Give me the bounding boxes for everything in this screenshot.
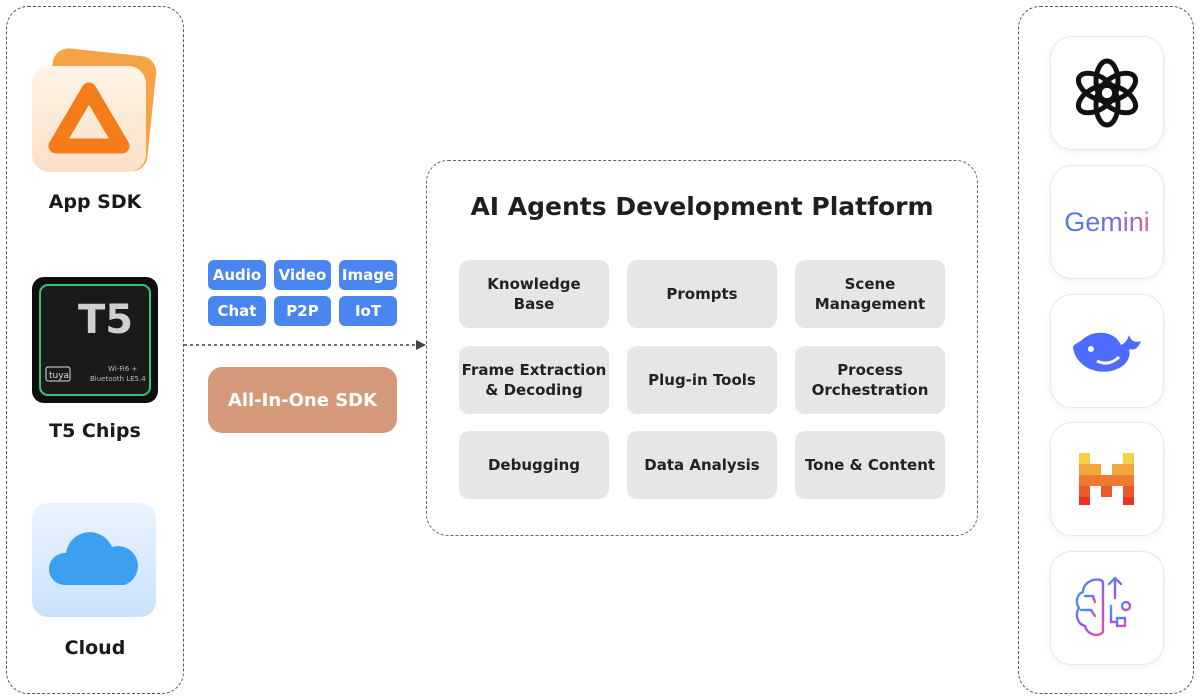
chip-brand: tuya	[49, 371, 69, 381]
t5-chips-label: T5 Chips	[49, 420, 141, 442]
chip-spec-2: Bluetooth LE5.4	[90, 375, 146, 383]
capability-image: Image	[339, 260, 397, 290]
app-sdk-label: App SDK	[48, 191, 142, 213]
all-in-one-sdk-button: All-In-One SDK	[208, 367, 397, 433]
deepseek-icon	[1073, 332, 1141, 372]
feature-tone-content: Tone & Content	[795, 431, 945, 499]
deepseek-card	[1050, 294, 1164, 408]
connector-arrow	[184, 340, 426, 350]
cloud-icon	[32, 503, 156, 621]
sources-panel	[6, 6, 184, 694]
capability-p2p: P2P	[274, 296, 331, 326]
openai-card	[1050, 36, 1164, 150]
feature-data-analysis: Data Analysis	[627, 431, 777, 499]
t5-chip-icon: T5 tuya Wi-Fi6 + Bluetooth LE5.4	[32, 277, 158, 407]
feature-knowledge-base: Knowledge Base	[459, 260, 609, 328]
platform-panel	[426, 160, 978, 536]
feature-scene-management: Scene Management	[795, 260, 945, 328]
gemini-card: Gemini	[1050, 165, 1164, 279]
feature-prompts: Prompts	[627, 260, 777, 328]
feature-plugin-tools: Plug-in Tools	[627, 346, 777, 414]
cloud-label: Cloud	[64, 637, 126, 659]
drive-app-icon	[28, 44, 158, 178]
ai-models-panel	[1018, 6, 1194, 694]
capability-video: Video	[274, 260, 331, 290]
capability-chat: Chat	[208, 296, 266, 326]
feature-process-orchestration: Process Orchestration	[795, 346, 945, 414]
feature-debugging: Debugging	[459, 431, 609, 499]
platform-title: AI Agents Development Platform	[470, 192, 934, 221]
brain-circuit-icon	[1075, 576, 1132, 637]
mistral-icon	[1079, 453, 1134, 505]
chip-title: T5	[78, 297, 133, 343]
capability-iot: IoT	[339, 296, 397, 326]
capability-audio: Audio	[208, 260, 266, 290]
mistral-card	[1050, 422, 1164, 536]
feature-frame-extraction: Frame Extraction & Decoding	[459, 346, 609, 414]
openai-icon	[1075, 58, 1139, 128]
brain-circuit-card	[1050, 551, 1164, 665]
gemini-icon: Gemini	[1064, 207, 1150, 237]
chip-spec-1: Wi-Fi6 +	[108, 365, 137, 373]
gemini-text: Gemini	[1064, 207, 1150, 237]
